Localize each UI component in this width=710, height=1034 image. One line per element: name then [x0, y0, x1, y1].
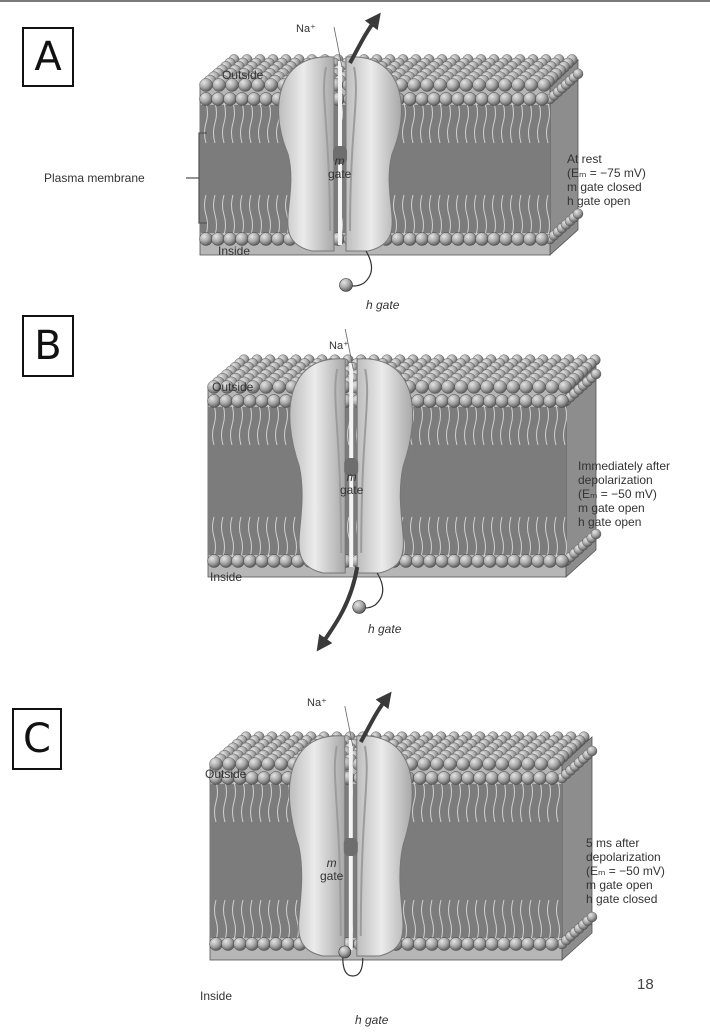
- panel-letter-a: A: [22, 27, 74, 87]
- membrane-bracket: [186, 132, 207, 224]
- h-gate-label: h gate: [355, 1013, 389, 1027]
- inside-label: Inside: [200, 989, 233, 1003]
- membrane-block-c: [209, 691, 598, 977]
- top-rule: [0, 0, 710, 2]
- state-caption-a: At rest (Eₘ = −75 mV) m gate closed h ga…: [567, 152, 646, 208]
- outside-label: Outside: [212, 380, 254, 394]
- cropped-glyph-fragment: [0, 204, 4, 229]
- state-caption-c: 5 ms after depolarization (Eₘ = −50 mV) …: [586, 836, 665, 906]
- sodium-ion-label: Na⁺: [307, 697, 327, 709]
- h-gate-label: h gate: [366, 298, 400, 312]
- panel-letter-b: B: [22, 315, 74, 377]
- m-gate-label: m gate: [340, 470, 364, 497]
- panel-c-inactivated-state: C Na⁺ Outside Inside m gate h gate 5 ms …: [0, 680, 710, 1034]
- plasma-membrane-label: Plasma membrane: [44, 171, 145, 185]
- page-number: 18: [637, 976, 654, 993]
- m-gate-label: m gate: [320, 856, 344, 883]
- h-gate-label: h gate: [368, 622, 402, 636]
- cropped-glyph-fragment: [2, 567, 6, 588]
- sodium-ion-label: Na⁺: [329, 340, 349, 352]
- outside-label: Outside: [205, 767, 247, 781]
- membrane-block-a: [199, 12, 584, 292]
- outside-label: Outside: [222, 68, 264, 82]
- inside-label: Inside: [210, 570, 243, 584]
- membrane-block-b: [207, 328, 602, 652]
- panel-a-resting-state: A Na⁺ Outside Plasma membrane Inside m g…: [0, 0, 710, 325]
- inside-label: Inside: [218, 244, 251, 258]
- state-caption-b: Immediately after depolarization (Eₘ = −…: [578, 459, 671, 529]
- m-gate-label: m gate: [328, 154, 352, 181]
- sodium-ion-label: Na⁺: [296, 23, 316, 35]
- panel-b-depolarized-state: B Na⁺ Outside Inside m gate h gate Immed…: [0, 315, 710, 680]
- panel-letter-c: C: [12, 708, 62, 770]
